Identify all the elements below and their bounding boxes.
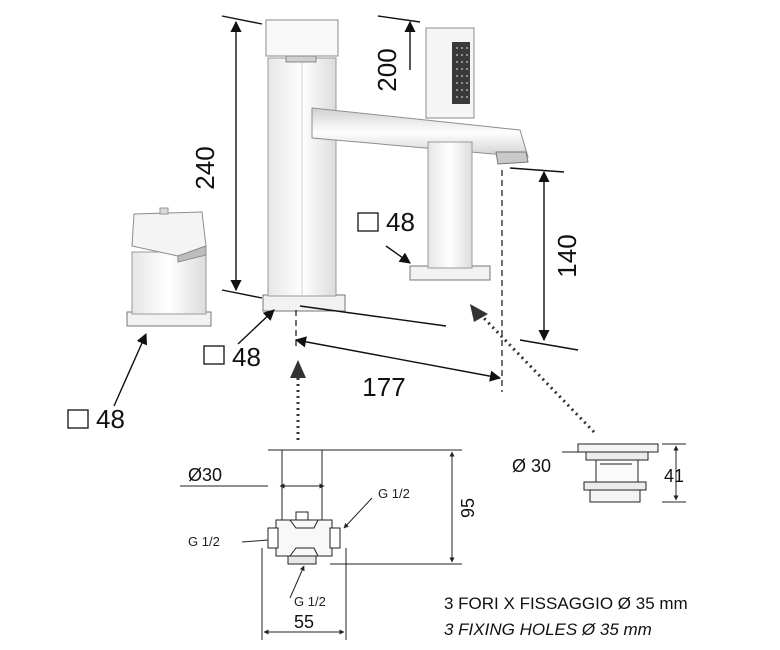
holder-detail	[562, 443, 686, 503]
detail-thread-left-label: G 1/2	[188, 534, 220, 549]
fixing-note-english: 3 FIXING HOLES Ø 35 mm	[444, 620, 652, 639]
svg-text:48: 48	[232, 342, 261, 372]
detail-thread-right-label: G 1/2	[378, 486, 410, 501]
mixer-body	[262, 19, 529, 312]
svg-text:48: 48	[96, 404, 125, 434]
shower-nozzles	[455, 46, 469, 99]
center-lines	[295, 170, 503, 392]
square-48-valve: 48	[67, 404, 125, 434]
detail-diameter-label: Ø30	[188, 465, 222, 485]
svg-text:48: 48	[386, 207, 415, 237]
fixing-note-italian: 3 FORI X FISSAGGIO Ø 35 mm	[444, 594, 688, 613]
dim-200-label: 200	[372, 48, 402, 91]
square-48-handshower: 48	[357, 207, 415, 237]
dimension-lines	[113, 15, 579, 407]
dim-140-label: 140	[552, 234, 582, 277]
detail-thread-bottom-label: G 1/2	[294, 594, 326, 609]
dim-240-label: 240	[190, 146, 220, 189]
diverter-handle	[126, 207, 212, 327]
hand-shower	[409, 27, 491, 281]
detail-width-label: 55	[294, 612, 314, 632]
reference-arrows	[296, 310, 596, 440]
dim-177-label: 177	[362, 372, 405, 402]
holder-diameter-label: Ø 30	[512, 456, 551, 476]
valve-detail	[180, 449, 462, 640]
holder-height-label: 41	[664, 466, 684, 486]
square-48-spout: 48	[203, 342, 261, 372]
detail-height-label: 95	[458, 498, 478, 518]
